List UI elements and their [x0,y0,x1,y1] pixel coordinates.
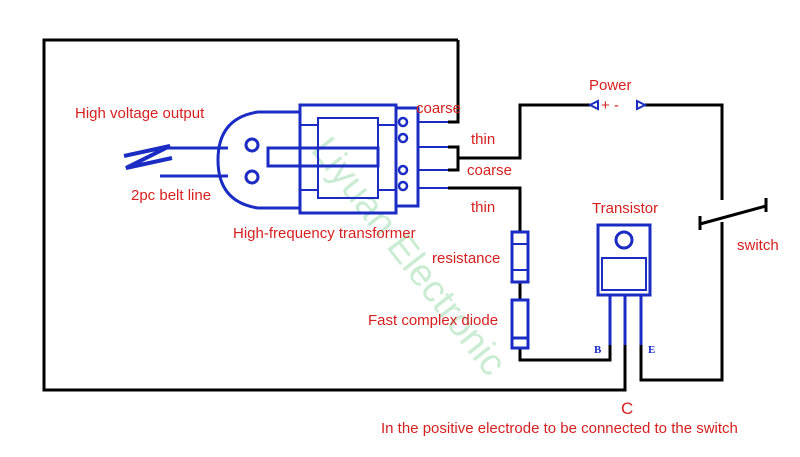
transformer-bobbin [266,146,380,168]
resistor-bands [512,243,528,271]
to-power-plus-wire [458,103,590,160]
transformer [216,103,448,215]
pin-e-label: E [648,344,655,356]
transistor [596,223,652,345]
power-label: Power [589,77,632,94]
thin-top-label: thin [471,131,495,148]
plug-pin-bottom [244,169,260,185]
pin-b-label: B [594,344,602,356]
power-minus-wire [645,103,724,190]
diode-to-base-wire [518,345,612,362]
thin-coarse-link-wire [448,145,460,172]
diode [510,298,530,350]
terminal-coarse-top [397,116,409,128]
core-ribs [300,124,396,191]
resistance-label: resistance [432,250,500,267]
spark-icon [123,144,173,170]
coarse-top-label: coarse [416,100,461,117]
terminal-thin-bottom [397,180,409,192]
power-arrows [587,99,648,111]
outer-loop-wire [42,38,627,392]
thin-bottom-label: thin [471,199,495,216]
transistor-inner [601,257,647,291]
top-coarse-wire [448,40,460,124]
hv-output-symbol [123,144,228,178]
switch-label: switch [737,237,779,254]
belt-line-wires [160,146,228,178]
power-sign-label: + - [601,97,619,114]
coarse-mid-label: coarse [467,162,512,179]
terminal-thin-top [397,132,409,144]
terminal-leads [418,121,448,189]
transistor-label: Transistor [592,200,658,217]
transistor-mount-hole [614,230,634,250]
wiring [42,38,724,392]
diode-body [510,298,530,350]
transistor-body [596,223,652,297]
diode-label: Fast complex diode [368,312,498,329]
pin-c-label: C [621,399,633,418]
transformer-label: High-frequency transformer [233,225,416,242]
switch-terminals [698,198,768,230]
belt-line-label: 2pc belt line [131,187,211,204]
switch [698,190,768,230]
resistor-body [510,230,530,284]
high-voltage-output-label: High voltage output [75,105,205,122]
note-label: In the positive electrode to be connecte… [381,420,738,437]
transistor-pins [608,295,643,345]
thin-to-resistor-wire [448,186,522,232]
switch-lever [699,204,767,226]
resistor [510,230,530,284]
terminal-block [394,106,420,208]
power-symbol [587,99,648,111]
plug-pin-top [244,137,260,153]
terminal-coarse-mid [397,164,409,176]
transformer-plug-body [216,110,300,210]
switch-to-emitter-wire [639,230,724,382]
